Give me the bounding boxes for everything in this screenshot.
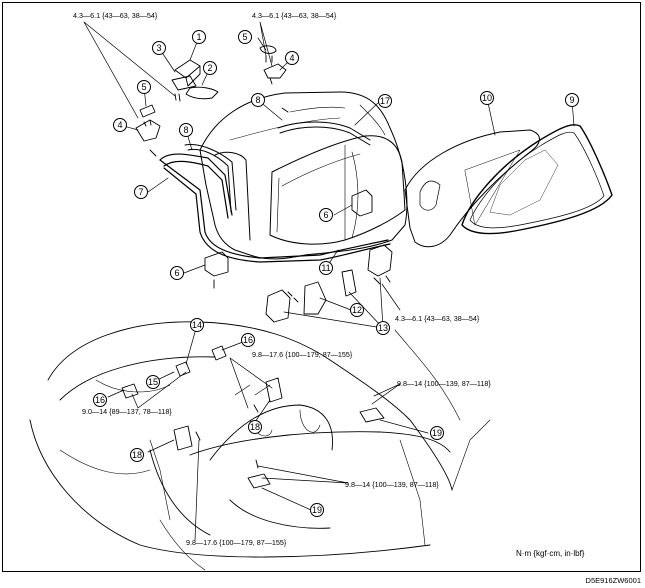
torque-labels: 4.3—6.1 {43—63, 38—54} 4.3—6.1 {43—63, 3… bbox=[73, 11, 491, 547]
callout-16: 16 bbox=[241, 333, 255, 347]
callout-6: 6 bbox=[319, 208, 333, 222]
rear-glass-seal bbox=[461, 124, 613, 235]
svg-text:17: 17 bbox=[380, 96, 390, 106]
callout-11: 11 bbox=[319, 261, 333, 275]
callout-8: 8 bbox=[251, 93, 265, 107]
torque-spec-right-lower: 9.8—14 {100—139, 87—118} bbox=[397, 379, 491, 388]
svg-text:18: 18 bbox=[250, 422, 260, 432]
svg-text:7: 7 bbox=[138, 187, 143, 197]
svg-text:8: 8 bbox=[183, 125, 188, 135]
callout-18: 18 bbox=[130, 448, 144, 462]
callout-19: 19 bbox=[310, 503, 324, 517]
svg-text:2: 2 bbox=[207, 63, 212, 73]
diagram-frame bbox=[2, 2, 641, 572]
callout-15: 15 bbox=[146, 375, 160, 389]
callout-17: 17 bbox=[378, 94, 392, 108]
weatherstrip bbox=[159, 153, 391, 263]
callout-13: 13 bbox=[376, 321, 390, 335]
latch-parts-topleft bbox=[135, 59, 219, 157]
svg-text:4: 4 bbox=[117, 120, 122, 130]
svg-text:19: 19 bbox=[432, 428, 442, 438]
figure-code: D5E916ZW6001 bbox=[585, 576, 641, 585]
rear-window-assembly bbox=[404, 129, 540, 248]
svg-text:19: 19 bbox=[312, 505, 322, 515]
callout-14: 14 bbox=[190, 318, 204, 332]
callout-18: 18 bbox=[248, 420, 262, 434]
hardtop-shell bbox=[199, 91, 408, 260]
svg-text:1: 1 bbox=[196, 32, 201, 42]
callout-19: 19 bbox=[430, 426, 444, 440]
callout-2: 2 bbox=[203, 61, 217, 75]
callouts: 1 2 3 4 4 5 5 6 6 7 8 8 9 10 11 12 13 14… bbox=[93, 30, 579, 517]
svg-text:10: 10 bbox=[482, 93, 492, 103]
seal-rails bbox=[184, 121, 371, 213]
callout-8: 8 bbox=[179, 123, 193, 137]
svg-text:11: 11 bbox=[321, 263, 330, 273]
svg-text:16: 16 bbox=[95, 395, 105, 405]
torque-spec-bottom-left: 9.8—17.6 {100—179, 87—155} bbox=[186, 538, 287, 547]
lower-brackets bbox=[121, 345, 385, 489]
callout-7: 7 bbox=[134, 185, 148, 199]
svg-text:12: 12 bbox=[352, 305, 362, 315]
callout-1: 1 bbox=[192, 30, 206, 44]
torque-spec-center: 9.8—17.6 {100—179, 87—155} bbox=[252, 350, 353, 359]
svg-text:9: 9 bbox=[569, 95, 574, 105]
torque-spec-left: 9.0—14 {89—137, 78—118} bbox=[82, 407, 172, 416]
callout-9: 9 bbox=[565, 93, 579, 107]
callout-4: 4 bbox=[113, 118, 127, 132]
torque-spec-topleft: 4.3—6.1 {43—63, 38—54} bbox=[73, 11, 158, 20]
torque-spec-topcenter: 4.3—6.1 {43—63, 38—54} bbox=[252, 11, 337, 20]
svg-text:15: 15 bbox=[148, 377, 158, 387]
svg-text:8: 8 bbox=[255, 95, 260, 105]
side-brackets bbox=[204, 189, 393, 323]
callout-5: 5 bbox=[238, 30, 252, 44]
callout-12: 12 bbox=[350, 303, 364, 317]
units-label: N·m {kgf·cm, in·lbf} bbox=[516, 549, 585, 558]
leader-lines bbox=[83, 21, 575, 541]
svg-text:6: 6 bbox=[174, 268, 179, 278]
svg-text:13: 13 bbox=[378, 323, 388, 333]
svg-text:16: 16 bbox=[243, 335, 253, 345]
callout-5: 5 bbox=[137, 80, 151, 94]
torque-spec-right: 4.3—6.1 {43—63, 38—54} bbox=[395, 314, 480, 323]
svg-text:5: 5 bbox=[242, 32, 247, 42]
callout-4: 4 bbox=[285, 51, 299, 65]
svg-text:5: 5 bbox=[141, 82, 146, 92]
latch-parts-topcenter bbox=[259, 45, 289, 113]
svg-text:6: 6 bbox=[323, 210, 328, 220]
svg-text:4: 4 bbox=[289, 53, 294, 63]
callout-3: 3 bbox=[152, 41, 166, 55]
car-body-lower bbox=[29, 321, 491, 571]
svg-text:14: 14 bbox=[192, 320, 202, 330]
svg-text:18: 18 bbox=[132, 450, 142, 460]
callout-6: 6 bbox=[170, 266, 184, 280]
callout-10: 10 bbox=[480, 91, 494, 105]
svg-text:3: 3 bbox=[156, 43, 161, 53]
callout-16: 16 bbox=[93, 393, 107, 407]
torque-spec-bottom: 9.8—14 {100—139, 87—118} bbox=[345, 480, 439, 489]
